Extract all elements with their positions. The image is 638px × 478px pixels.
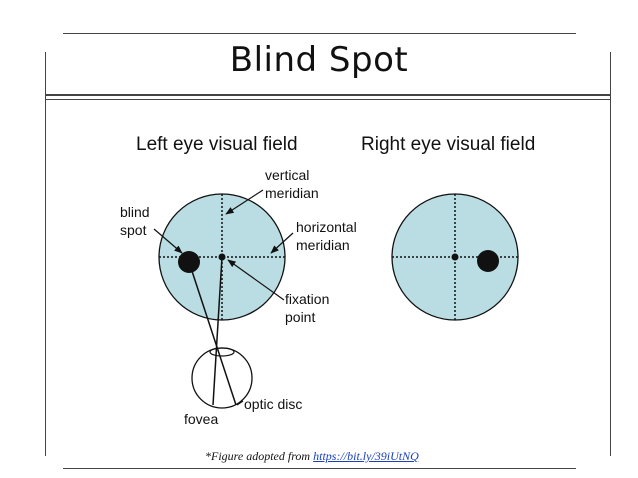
- fixation-projection-line: [212, 256, 223, 406]
- vertical-meridian-arrow: [225, 189, 264, 215]
- label-fovea: fovea: [184, 411, 218, 427]
- right-blind-spot: [477, 250, 499, 272]
- optic-disc-arrow: [236, 400, 244, 406]
- label-fixation-line1: fixation: [285, 291, 329, 307]
- bottom-rule: [63, 468, 576, 469]
- label-horizontal-line2: meridian: [296, 237, 350, 253]
- label-vertical-line1: vertical: [265, 167, 309, 183]
- label-horizontal-line1: horizontal: [296, 219, 357, 235]
- label-vertical-line2: meridian: [265, 185, 319, 201]
- label-fixation-line2: point: [285, 309, 315, 325]
- left-border: [45, 52, 46, 456]
- slide-title: Blind Spot: [229, 40, 409, 80]
- label-optic-disc: optic disc: [244, 396, 302, 412]
- fixation-point-arrow: [227, 259, 285, 301]
- right-border: [610, 52, 611, 456]
- figure-caption: *Figure adopted from https://bit.ly/39iU…: [205, 449, 419, 464]
- label-blind-line1: blind: [120, 204, 150, 220]
- right-fixation-point: [451, 253, 459, 261]
- eye: [191, 347, 253, 409]
- title-double-rule-top: [45, 94, 611, 96]
- blind-spot-projection-line: [188, 261, 237, 406]
- title-double-rule-bottom: [45, 99, 611, 100]
- label-blind-line2: spot: [120, 222, 147, 238]
- blind-spot-arrow: [153, 228, 183, 254]
- right-visual-field: [391, 193, 519, 321]
- lens: [209, 347, 235, 357]
- right-field-title: Right eye visual field: [361, 134, 535, 155]
- eyeball: [191, 347, 253, 409]
- source-link[interactable]: https://bit.ly/39iUtNQ: [313, 449, 419, 463]
- horizontal-meridian-arrow: [270, 232, 294, 254]
- caption-prefix: *Figure adopted from: [205, 449, 314, 463]
- top-rule: [63, 33, 576, 34]
- left-field-title: Left eye visual field: [136, 134, 298, 155]
